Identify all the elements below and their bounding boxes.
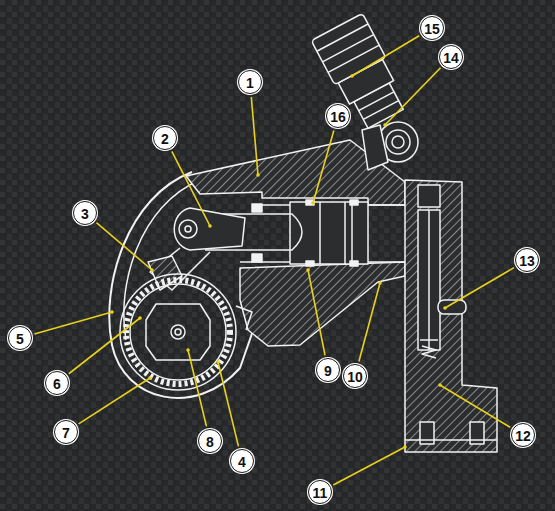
callout-number: 14 bbox=[439, 45, 463, 69]
leader-dot bbox=[350, 74, 354, 78]
leader-line bbox=[34, 312, 112, 334]
callout-number: 5 bbox=[8, 326, 32, 350]
leader-dot bbox=[208, 224, 212, 228]
callout-number: 9 bbox=[316, 358, 340, 382]
leader-line bbox=[445, 268, 514, 308]
callout-number: 15 bbox=[420, 16, 444, 40]
leader-line bbox=[69, 318, 140, 374]
callout-number: 1 bbox=[238, 70, 262, 94]
leader-dot bbox=[138, 316, 142, 320]
leader-dot bbox=[110, 310, 114, 314]
leader-line bbox=[251, 97, 258, 175]
callout-number: 3 bbox=[73, 201, 97, 225]
leader-line bbox=[308, 270, 325, 355]
leader-dot bbox=[148, 376, 152, 380]
callout-number: 10 bbox=[343, 364, 367, 388]
leader-line bbox=[313, 130, 334, 203]
leader-dot bbox=[403, 445, 407, 449]
leader-line bbox=[352, 36, 419, 76]
leader-line bbox=[79, 378, 150, 424]
leader-dot bbox=[216, 360, 220, 364]
callout-number: 6 bbox=[45, 371, 69, 395]
leader-dot bbox=[443, 306, 447, 310]
callout-number: 8 bbox=[198, 429, 222, 453]
leader-line bbox=[385, 68, 441, 125]
leader-line bbox=[188, 350, 206, 426]
callout-number: 2 bbox=[153, 126, 177, 150]
callout-number: 11 bbox=[308, 480, 332, 504]
leader-dot bbox=[256, 173, 260, 177]
leader-dot bbox=[306, 268, 310, 272]
leader-dot bbox=[186, 348, 190, 352]
leader-line bbox=[218, 362, 238, 446]
leader-dot bbox=[311, 201, 315, 205]
leader-line bbox=[440, 385, 510, 427]
leader-line bbox=[359, 283, 380, 362]
callout-number: 7 bbox=[54, 420, 78, 444]
callout-number: 12 bbox=[511, 423, 535, 447]
leader-line bbox=[172, 151, 210, 226]
leader-line bbox=[96, 223, 152, 270]
leader-dot bbox=[150, 268, 154, 272]
leader-dot bbox=[378, 281, 382, 285]
leader-line bbox=[333, 447, 405, 485]
callout-number: 13 bbox=[515, 248, 539, 272]
callout-number: 16 bbox=[326, 104, 350, 128]
callout-number: 4 bbox=[230, 449, 254, 473]
leader-dot bbox=[438, 383, 442, 387]
leader-dot bbox=[383, 123, 387, 127]
